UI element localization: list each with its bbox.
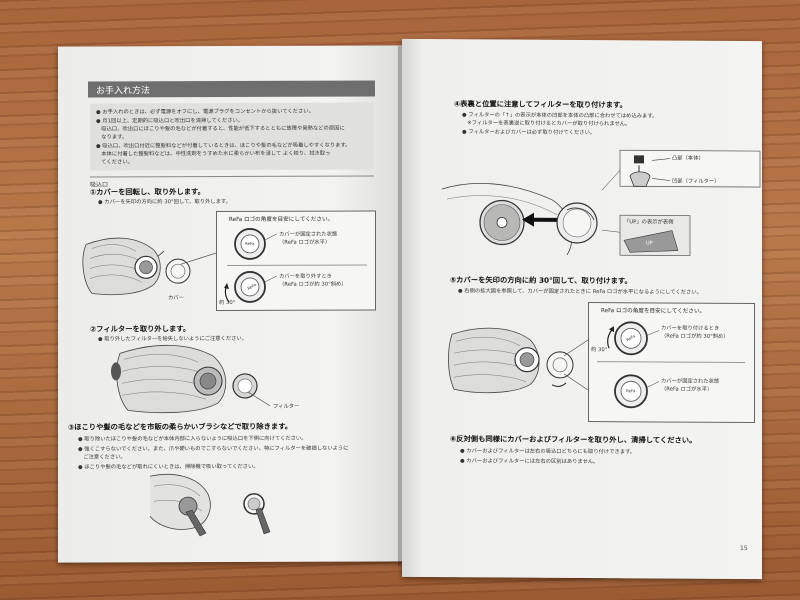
logo-angle-inset-2: ReFa ロゴの角度を目安にしてください。 ReFa ReFa カバーを取り付け… xyxy=(588,302,755,424)
step3-desc-line: ● 強くこすらないでください。また、爪や硬いものでこすらないでください。特にフィ… xyxy=(78,445,349,453)
divider xyxy=(90,175,374,178)
page-number-right: 15 xyxy=(740,544,748,553)
fixed-state-line2: （ReFa ロゴが水平） xyxy=(661,386,713,393)
logo-text: ReFa xyxy=(245,240,255,246)
up-label: 「UP」の表示が表側 xyxy=(624,219,674,226)
step3-desc-line: ご注意ください。 xyxy=(78,454,126,461)
step1-title: ①カバーを回転し、取り外します。 xyxy=(90,187,205,197)
dryer-illustration-step5 xyxy=(448,327,589,394)
step5-title: ⑤カバーを矢印の方向に約 30°回して、取り付けます。 xyxy=(450,275,632,286)
fixed-state-line1: カバーが固定された状態 xyxy=(279,231,338,238)
step3-desc-line: ● 取り除いたほこりや髪の毛などが本体内部に入らないように吸込口を下側に向けてく… xyxy=(78,435,307,443)
angle-label: 約 30° xyxy=(591,347,608,354)
logo-text: ReFa xyxy=(626,388,636,394)
fixed-state-line2: （ReFa ロゴが水平） xyxy=(279,239,331,246)
filter-label: フィルター xyxy=(273,403,300,410)
step6-desc-line: ● カバーおよびフィルターには左右の区別はありません。 xyxy=(460,458,599,466)
concave-label: 凹部（フィルター） xyxy=(672,178,720,185)
brush-illustration xyxy=(149,474,271,537)
logo-circles-2 xyxy=(607,321,660,409)
step2-desc: ● 取り外したフィルターを紛失しないようにご注意ください。 xyxy=(98,335,248,343)
remove-state-line1: カバーを取り外すとき xyxy=(279,273,332,280)
step2-title: ②フィルターを取り外します。 xyxy=(90,324,191,334)
step6-desc-line: ● カバーおよびフィルターは左右の吸込口どちらにも取り付けできます。 xyxy=(460,448,636,456)
filter-install-illustration xyxy=(441,149,761,257)
step3-title: ③ほこりや髪の毛などを市販の柔らかいブラシなどで取り除きます。 xyxy=(68,421,293,432)
dryer-illustration-step1 xyxy=(82,237,217,296)
remove-state-line2: （ReFa ロゴが約 30°斜め） xyxy=(279,281,347,288)
right-page: ④表裏と位置に注意してフィルターを取り付けます。 ● フィルターの「↑」の表示が… xyxy=(402,38,762,580)
logo-circles xyxy=(224,228,278,303)
left-page: お手入れ方法 ● お手入れのときは、必ず電源をオフにし、電源プラグをコンセントか… xyxy=(58,45,403,563)
logo-angle-inset: ReFa ロゴの角度を目安にしてください。 ReFa ReFa カバーが固定され… xyxy=(216,210,376,312)
step3-desc-line: ● ほこりや髪の毛などが取れにくいときは、掃除機で吸い取ってください。 xyxy=(78,463,259,471)
dryer-illustration-step2 xyxy=(111,344,271,414)
convex-label: 凸部（本体） xyxy=(672,155,704,162)
cover-label: カバー xyxy=(168,295,184,302)
step1-desc: ● カバーを矢印の方向に約 30°回して、取り外します。 xyxy=(98,198,231,206)
up-text: UP xyxy=(646,240,653,247)
step6-title: ⑥反対側も同様にカバーおよびフィルターを取り外し、清掃してください。 xyxy=(450,434,697,445)
attach-state-line2: （ReFa ロゴが約 30°斜め） xyxy=(661,333,729,340)
angle-label: 約 30° xyxy=(219,299,236,307)
step5-desc: ● 右側の拡大図を参照して、カバーが固定されたときに ReFa ロゴが水平になる… xyxy=(458,288,702,296)
